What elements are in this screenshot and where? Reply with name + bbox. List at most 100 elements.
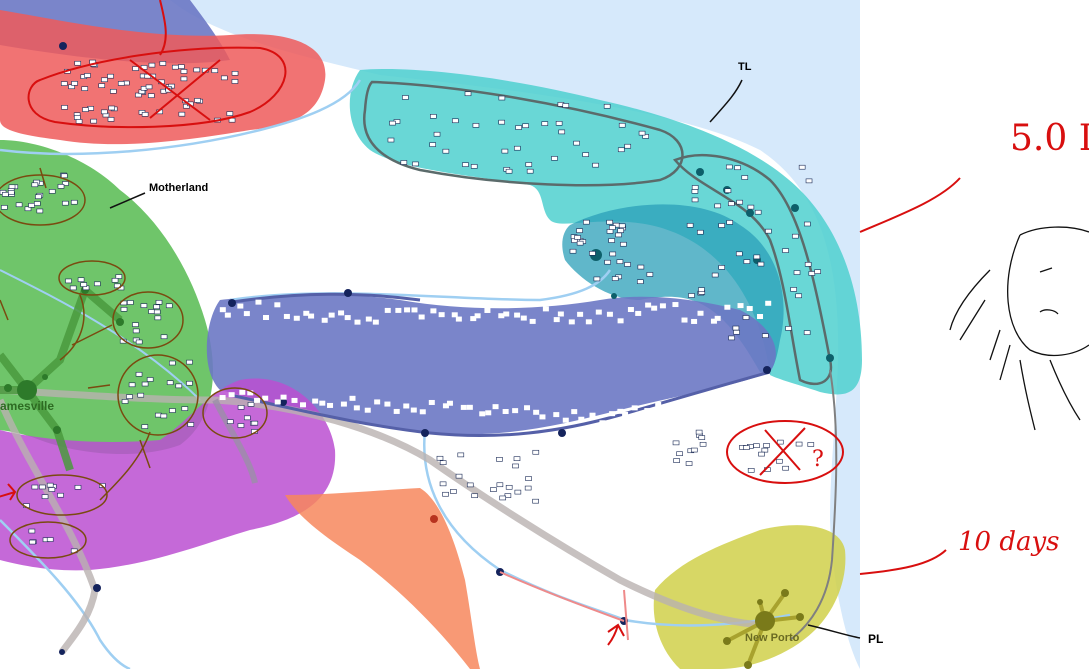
settlement-marker	[94, 281, 101, 287]
settlement-marker	[466, 404, 473, 410]
settlement-marker	[638, 130, 646, 136]
settlement-marker	[219, 395, 226, 401]
settlement-marker	[155, 412, 162, 418]
settlement-marker	[387, 137, 395, 143]
settlement-marker	[349, 395, 356, 401]
settlement-marker	[498, 313, 505, 319]
yellow-network	[726, 591, 801, 666]
settlement-marker	[404, 307, 411, 313]
settlement-marker	[645, 302, 652, 308]
settlement-marker	[726, 220, 734, 225]
settlement-marker	[135, 339, 143, 345]
settlement-marker	[595, 309, 602, 315]
settlement-marker	[699, 441, 707, 447]
settlement-marker	[724, 304, 731, 310]
settlement-marker	[524, 485, 532, 491]
river-west	[0, 519, 131, 669]
settlement-marker	[132, 328, 140, 334]
settlement-marker	[455, 316, 462, 322]
settlement-marker	[29, 539, 36, 545]
settlement-marker	[807, 442, 815, 447]
settlement-marker	[160, 413, 168, 419]
settlement-marker	[39, 484, 46, 490]
settlement-marker	[568, 319, 575, 325]
settlement-marker	[146, 377, 154, 382]
settlement-marker	[451, 312, 458, 318]
settlement-marker	[153, 309, 161, 315]
settlement-marker	[35, 194, 42, 200]
settlement-marker	[514, 312, 521, 318]
settlement-marker	[239, 389, 246, 395]
settlement-marker	[606, 229, 614, 234]
settlement-marker	[308, 313, 315, 319]
settlement-marker	[533, 409, 540, 415]
settlement-marker	[84, 73, 91, 78]
settlement-marker	[492, 404, 499, 410]
settlement-marker	[617, 318, 624, 324]
settlement-marker	[121, 399, 129, 404]
settlement-marker	[746, 306, 753, 312]
settlement-marker	[247, 402, 255, 407]
settlement-marker	[457, 452, 465, 458]
settlement-marker	[187, 422, 195, 427]
settlement-marker	[384, 307, 391, 313]
road-main	[0, 386, 771, 629]
settlement-marker	[135, 92, 142, 98]
settlement-marker	[300, 402, 307, 408]
settlement-marker	[747, 204, 755, 210]
sketch-drawing	[949, 226, 1089, 431]
settlement-marker	[344, 315, 351, 321]
settlement-marker	[433, 131, 441, 137]
settlement-marker	[126, 394, 133, 399]
settlement-marker	[419, 409, 426, 415]
settlement-marker	[617, 408, 624, 414]
settlement-marker	[617, 147, 625, 153]
settlement-marker	[758, 451, 765, 457]
settlement-marker	[438, 312, 445, 318]
settlement-marker	[782, 465, 789, 471]
settlement-marker	[659, 303, 666, 309]
settlement-marker	[757, 261, 765, 267]
settlement-marker	[450, 489, 457, 494]
settlement-marker	[624, 262, 631, 267]
settlement-marker	[340, 401, 347, 407]
settlement-marker	[765, 228, 772, 234]
settlement-marker	[274, 302, 281, 308]
settlement-marker	[798, 164, 806, 170]
settlement-marker	[237, 303, 244, 309]
settlement-marker	[74, 115, 81, 120]
settlement-marker	[604, 259, 611, 265]
settlement-marker	[402, 95, 409, 100]
settlement-marker	[141, 112, 149, 117]
settlement-marker	[70, 199, 78, 205]
settlement-marker	[24, 206, 32, 212]
settlement-marker	[466, 482, 474, 488]
settlement-marker	[668, 406, 675, 412]
settlement-marker	[808, 271, 816, 276]
settlement-marker	[90, 118, 97, 124]
settlement-marker	[283, 313, 290, 319]
settlement-marker	[255, 299, 262, 305]
settlement-marker	[804, 221, 811, 227]
settlement-marker	[98, 83, 106, 88]
settlement-marker	[128, 382, 136, 388]
settlement-marker	[513, 456, 521, 462]
settlement-marker	[718, 223, 725, 228]
settlement-marker	[384, 401, 391, 407]
settlement-marker	[743, 387, 750, 393]
settlement-marker	[60, 173, 68, 179]
settlement-marker	[244, 415, 251, 421]
settlement-marker	[243, 311, 250, 317]
settlement-marker	[723, 392, 730, 398]
settlement-marker	[662, 409, 669, 415]
settlement-marker	[159, 61, 167, 66]
settlement-marker	[524, 405, 531, 411]
settlement-marker	[57, 492, 64, 498]
settlement-marker	[736, 199, 743, 205]
label-tl: TL	[738, 61, 752, 73]
settlement-marker	[490, 487, 497, 492]
settlement-marker	[46, 482, 54, 488]
leader-lines	[109, 79, 861, 639]
